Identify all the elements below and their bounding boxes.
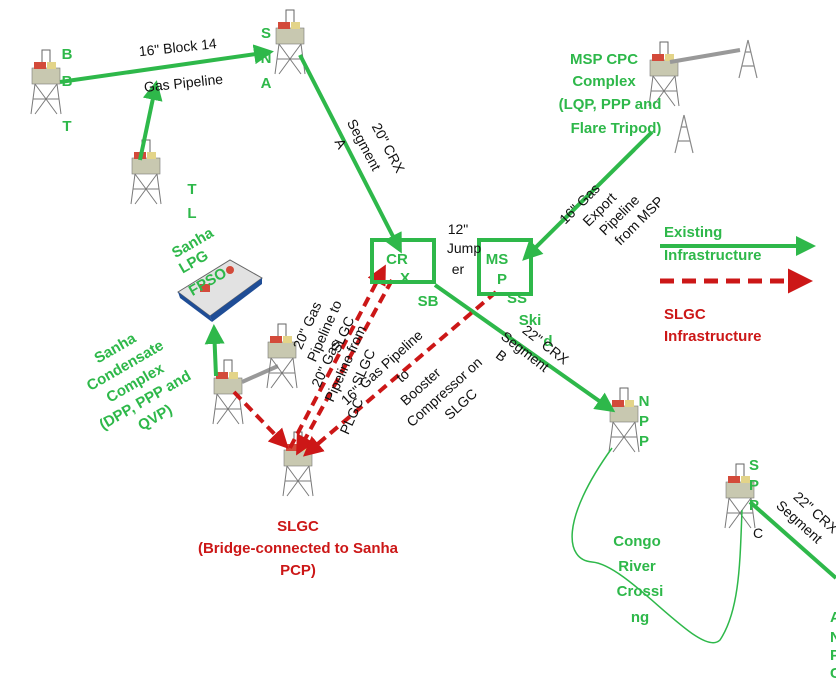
gas16-label-2: to <box>393 366 413 386</box>
crx-box-label-2: X <box>400 270 410 287</box>
spp-label-1: S <box>749 457 759 474</box>
msp-box-label-4: Ski <box>519 312 542 329</box>
sanha-condensate-label: Sanha Condensate Complex (DPP, PPP and Q… <box>84 330 194 435</box>
edge-label-3: P <box>830 647 836 664</box>
npp-label-1: N <box>639 393 650 410</box>
msp-box-label-5: d <box>543 333 552 350</box>
slgc-pipelines <box>232 264 498 457</box>
msp-cpc-label-2: Complex <box>572 73 636 90</box>
msp-cpc-label-4: Flare Tripod) <box>571 120 662 137</box>
crx-box-label-3: SB <box>418 293 439 310</box>
crx-segment-a-pipeline <box>298 54 402 254</box>
legend: Existing Infrastructure SLGC Infrastruct… <box>660 224 816 345</box>
crx-segment-b-pipeline <box>433 283 616 413</box>
slgc-label-2: (Bridge-connected to Sanha <box>198 540 399 557</box>
jumper-label-3: er <box>452 261 465 277</box>
tl-label-1: T <box>187 181 196 198</box>
msp-export-pipeline <box>522 130 654 261</box>
bbt-label-2: B <box>62 73 73 90</box>
sanha-condensate-platform-icon <box>212 323 298 425</box>
slgc-platform-icon <box>282 431 314 497</box>
spp-label-4: C <box>753 525 763 541</box>
jumper-label-2: Jump <box>447 240 481 256</box>
legend-slgc-label-2: Infrastructure <box>664 328 762 345</box>
bbt-label-1: B <box>62 46 73 63</box>
npp-platform-icon <box>608 387 640 453</box>
edge-label-2: N <box>830 629 836 646</box>
legend-existing-label-2: Infrastructure <box>664 247 762 264</box>
msp-cpc-complex-icon <box>648 39 758 154</box>
slgc-label-1: SLGC <box>277 518 319 535</box>
block14-label-2: Gas Pipeline <box>143 71 224 95</box>
legend-existing-label-1: Existing <box>664 224 722 241</box>
edge-label-4: C <box>830 665 836 678</box>
condensate-to-fpso-pipeline <box>204 324 225 377</box>
crx-box-label-1: CR <box>386 251 408 268</box>
congo-label-4: ng <box>631 609 649 626</box>
crx-segment-b-label: 22" CRX Segment B <box>493 322 573 375</box>
msp-ss-skid-box <box>477 238 533 296</box>
snma-label-1: S <box>261 25 271 42</box>
spp-label-2: P <box>749 477 759 494</box>
congo-label-1: Congo <box>613 533 660 550</box>
tl-pipeline <box>138 80 163 161</box>
msp-cpc-label-3: (LQP, PPP and <box>559 96 662 113</box>
msp-cpc-label-1: MSP CPC <box>570 51 638 68</box>
crx-segment-a-label: 20" CRX Segment A <box>332 116 409 176</box>
congo-label-2: River <box>618 558 656 575</box>
bbt-label-3: T <box>62 118 71 135</box>
bbt-platform-icon <box>30 49 62 115</box>
npp-label-2: P <box>639 413 649 430</box>
msp-box-label-2: P <box>497 271 507 288</box>
crx-b-label-3: B <box>493 347 510 365</box>
tl-platform-icon <box>130 139 162 205</box>
congo-label-3: Crossi <box>617 583 664 600</box>
snma-platform-icon <box>274 9 306 75</box>
edge-label-1: A <box>830 609 836 626</box>
snma-label-2: N <box>261 50 272 67</box>
crx-sb-box <box>370 238 436 284</box>
slgc-label-3: PCP) <box>280 562 316 579</box>
crx-segment-c-label: 22" CRX Segment <box>773 488 836 546</box>
congo-river-crossing-path <box>571 447 743 644</box>
legend-slgc-label-1: SLGC <box>664 306 706 323</box>
block14-label-1: 16" Block 14 <box>138 35 218 59</box>
jumper-label-1: 12" <box>448 221 469 237</box>
tl-label-2: L <box>187 205 196 222</box>
fpso-vessel-icon <box>177 259 263 322</box>
npp-label-3: P <box>639 433 649 450</box>
block14-pipeline <box>59 44 274 84</box>
msp-box-label-3: SS <box>507 290 527 307</box>
crx-segment-c-pipeline <box>748 500 836 580</box>
snma-label-3: A <box>261 75 272 92</box>
msp-box-label-1: MS <box>486 251 509 268</box>
spp-label-3: P <box>749 497 759 514</box>
